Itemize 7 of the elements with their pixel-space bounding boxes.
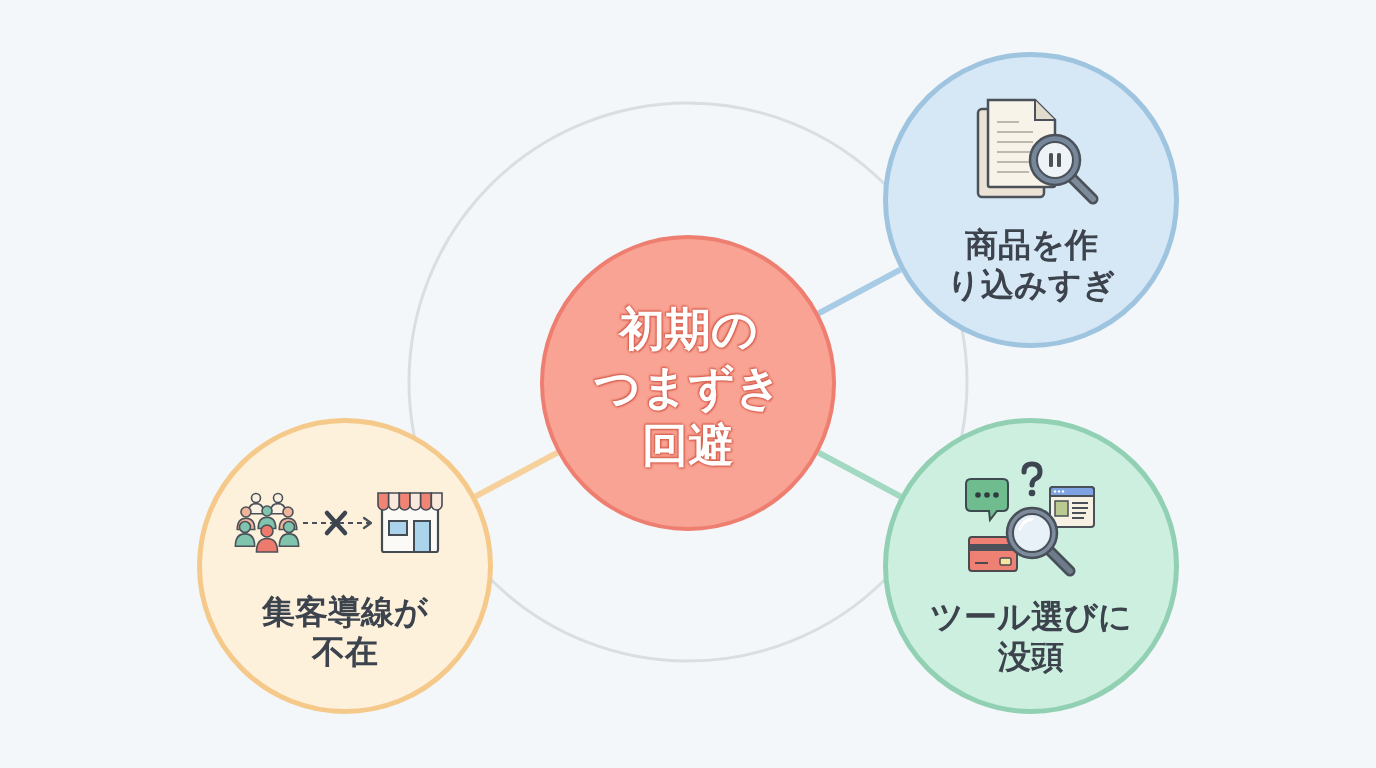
connector-line bbox=[474, 450, 559, 499]
center-label: 初期のつまずき回避 bbox=[593, 301, 783, 474]
topic-label: ツール選びに没頭 bbox=[929, 597, 1133, 677]
connector-line bbox=[817, 267, 902, 316]
topic-label: 商品を作り込みすぎ bbox=[945, 225, 1117, 305]
topic-label: 集客導線が不在 bbox=[261, 592, 429, 672]
connector-line bbox=[817, 450, 902, 499]
